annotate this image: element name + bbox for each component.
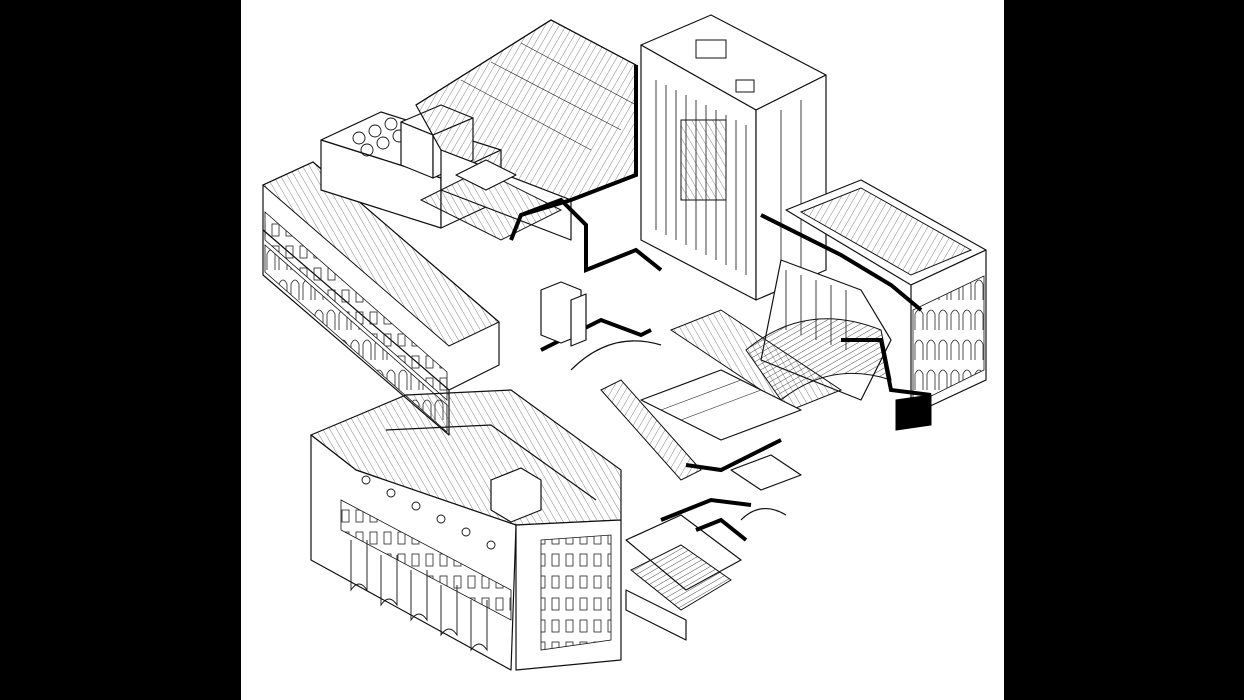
auditorium bbox=[669, 259, 932, 431]
studio-theatre bbox=[625, 454, 802, 641]
glass-roof-hall bbox=[415, 19, 637, 241]
fly-tower bbox=[640, 14, 827, 301]
front-building bbox=[309, 389, 622, 671]
central-court bbox=[540, 281, 802, 481]
letterbox-right bbox=[1004, 0, 1244, 700]
section-cut-lines bbox=[509, 65, 782, 522]
axonometric-drawing bbox=[262, 14, 987, 671]
letterbox-left bbox=[0, 0, 241, 700]
drawing-sheet bbox=[241, 0, 1004, 700]
right-wing bbox=[760, 179, 987, 416]
arcade-building bbox=[262, 161, 500, 436]
